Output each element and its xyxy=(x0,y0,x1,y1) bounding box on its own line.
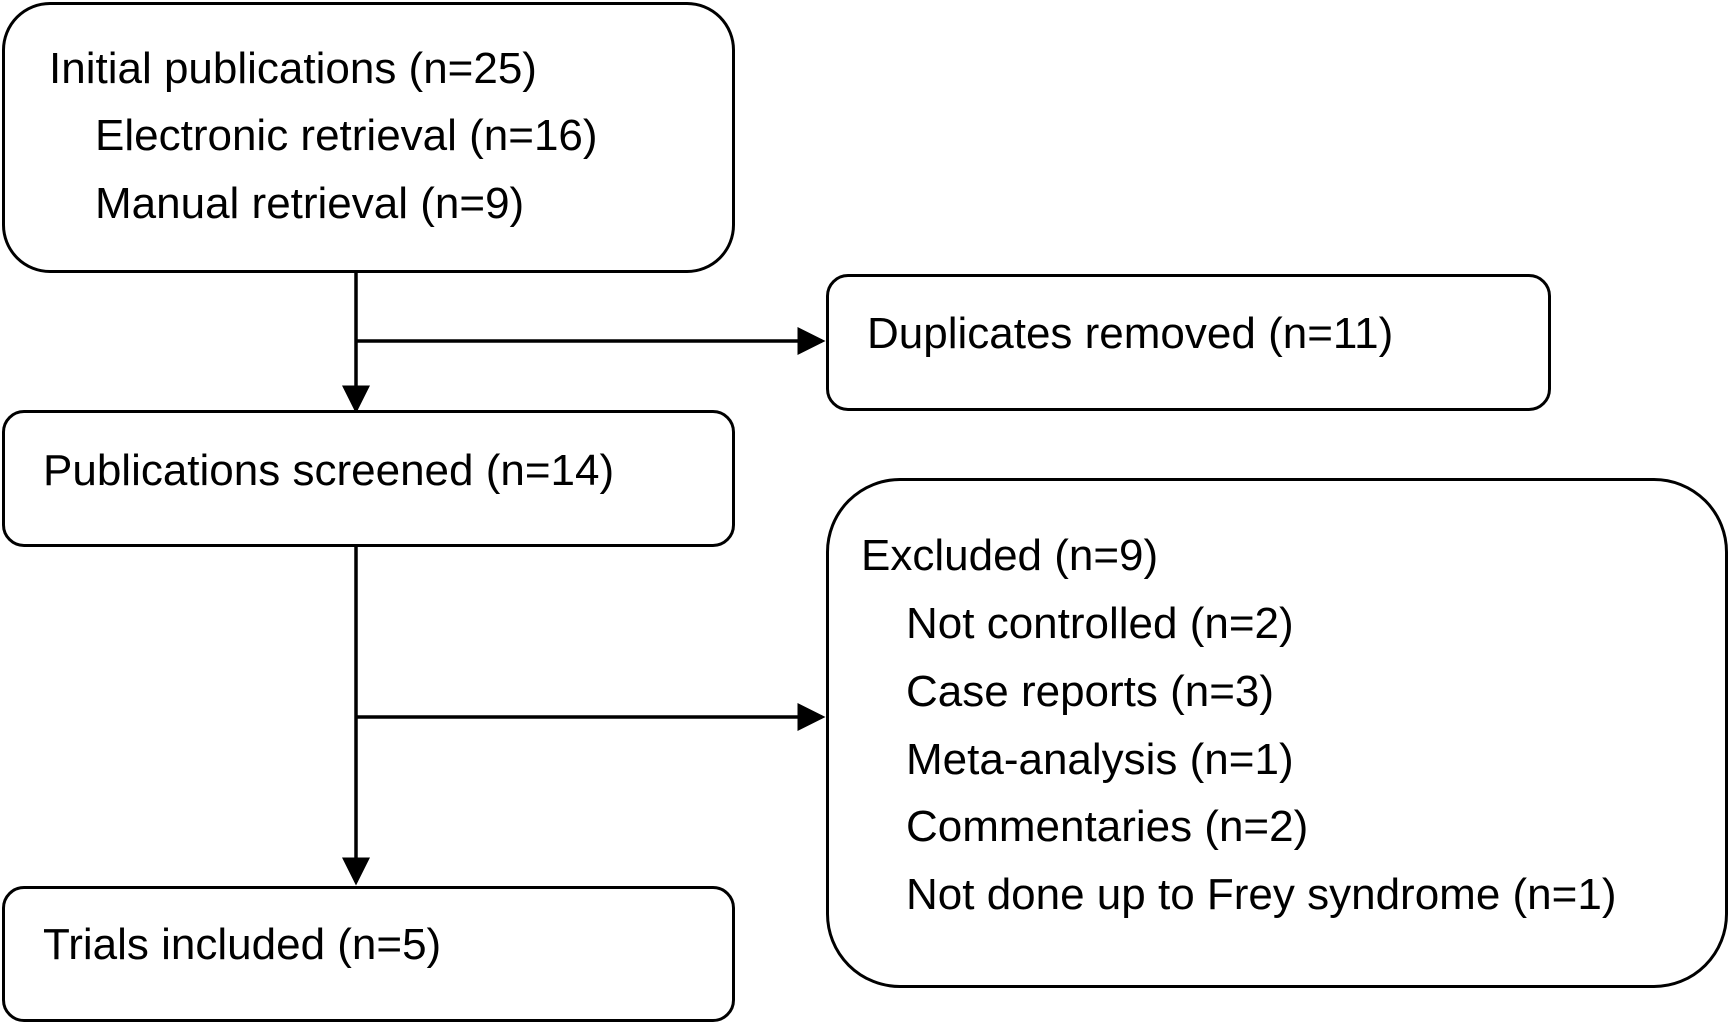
excluded-item-commentaries: Commentaries (n=2) xyxy=(906,802,1309,851)
manual-retrieval-item: Manual retrieval (n=9) xyxy=(95,179,525,228)
trials-included-title: Trials included (n=5) xyxy=(43,920,442,969)
electronic-retrieval-item: Electronic retrieval (n=16) xyxy=(95,111,598,160)
excluded-box: Excluded (n=9) Not controlled (n=2) Case… xyxy=(826,478,1728,988)
trials-included-box: Trials included (n=5) xyxy=(2,886,735,1022)
duplicates-removed-title: Duplicates removed (n=11) xyxy=(867,309,1394,358)
excluded-item-not-done-up-to-frey: Not done up to Frey syndrome (n=1) xyxy=(906,870,1617,919)
initial-publications-title: Initial publications (n=25) xyxy=(49,44,537,93)
initial-publications-box: Initial publications (n=25) Electronic r… xyxy=(2,2,735,273)
excluded-item-meta-analysis: Meta-analysis (n=1) xyxy=(906,735,1294,784)
excluded-title: Excluded (n=9) xyxy=(861,531,1159,580)
publications-screened-box: Publications screened (n=14) xyxy=(2,410,735,547)
excluded-item-not-controlled: Not controlled (n=2) xyxy=(906,599,1294,648)
excluded-item-case-reports: Case reports (n=3) xyxy=(906,667,1275,716)
publications-screened-title: Publications screened (n=14) xyxy=(43,446,615,495)
duplicates-removed-box: Duplicates removed (n=11) xyxy=(826,274,1551,411)
